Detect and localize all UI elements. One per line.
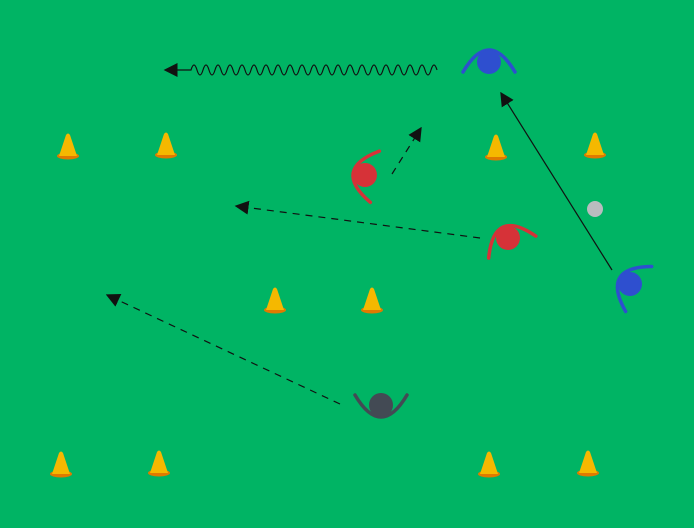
pass-arrow (105, 293, 341, 405)
movement-lines (105, 63, 613, 405)
player-neutral (353, 393, 409, 419)
player-icon (618, 272, 642, 296)
player-red-upper (351, 149, 382, 205)
player-blue-right (615, 264, 654, 314)
player-shoulders (615, 264, 654, 314)
ball-icon (587, 201, 603, 217)
player-icon (496, 226, 520, 250)
pass-arrow (391, 126, 422, 175)
player-icon (353, 163, 377, 187)
player-icon (477, 50, 501, 74)
player-red-lower (486, 223, 538, 260)
player-shoulders (486, 223, 538, 260)
player-shoulders (351, 149, 382, 205)
player-blue-top (461, 48, 517, 74)
run-arrow (500, 91, 613, 271)
player-icon (369, 393, 393, 417)
pass-arrow (234, 200, 481, 239)
dribble-arrow (163, 63, 438, 77)
